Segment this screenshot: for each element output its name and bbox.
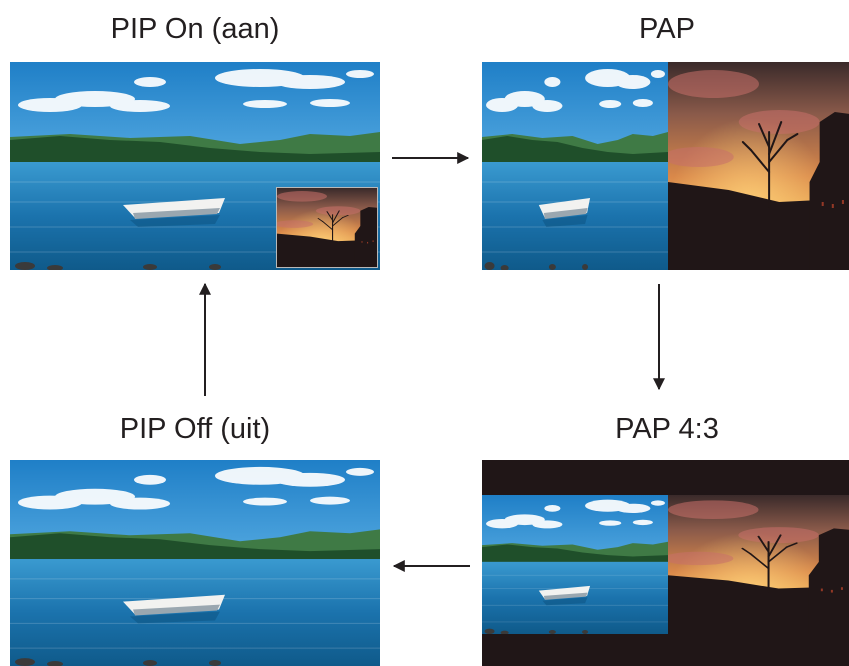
pip-on-label: PIP On (aan) — [110, 13, 280, 45]
arrow-left — [392, 560, 470, 572]
arrow-up — [199, 282, 211, 396]
arrow-right — [392, 152, 470, 164]
pap-label: PAP — [639, 13, 695, 45]
pip-on-screen — [10, 62, 380, 270]
lake-photo — [10, 460, 380, 666]
sunset-photo — [668, 62, 849, 270]
pap-screen — [482, 62, 849, 270]
lake-photo — [482, 495, 668, 634]
lake-photo — [482, 62, 668, 270]
pip-off-screen — [10, 460, 380, 666]
pap-43-screen — [482, 460, 849, 666]
arrow-down — [653, 284, 665, 391]
pip-inset-window — [276, 187, 378, 268]
pip-off-label: PIP Off (uit) — [119, 413, 271, 445]
sunset-photo — [277, 188, 377, 267]
sunset-photo — [668, 495, 849, 634]
pap-43-label: PAP 4:3 — [615, 413, 719, 445]
